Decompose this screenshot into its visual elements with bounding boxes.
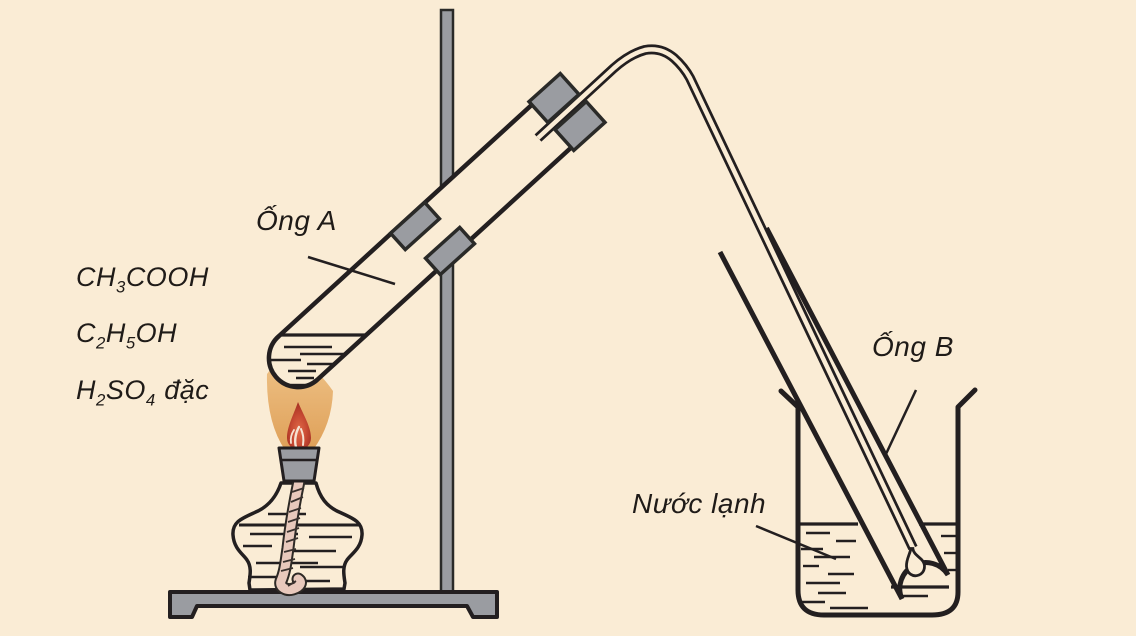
burner-collar [277, 446, 321, 483]
formula-text: CH [76, 262, 116, 292]
test-tube-a [266, 88, 588, 390]
flame-sparks [289, 425, 305, 449]
stopper-block-lower [552, 99, 608, 153]
clamp-jaw-lower [423, 224, 477, 278]
formula-subscript: 2 [96, 390, 106, 410]
stand-rod [439, 8, 455, 594]
tube-a-label: Ống A [256, 205, 337, 236]
delivery-tube [534, 44, 918, 551]
reagent-sulfuric-acid: H2SO4 đặc [76, 367, 209, 423]
beaker [778, 387, 978, 618]
wick-twist-lines [280, 487, 305, 587]
clamp-jaw-upper [388, 199, 442, 253]
formula-text: COOH [125, 262, 209, 292]
tube-a-leader-line [307, 255, 396, 286]
formula-text: H [76, 374, 96, 405]
tube-a-liquid [271, 333, 365, 387]
lamp-wick [274, 474, 307, 596]
concentration-note: đặc [164, 374, 210, 405]
formula-text: OH [135, 318, 178, 349]
formula-subscript: 3 [116, 277, 126, 297]
formula-subscript: 4 [145, 390, 156, 410]
tube-b-label: Ống B [872, 331, 954, 362]
reagent-ethanol: C2H5OH [76, 310, 209, 366]
stopper-block-upper [526, 71, 582, 125]
tube-b-leader-line [884, 389, 918, 455]
tube-b-collected-liquid [891, 585, 949, 598]
formula-text: SO [105, 374, 146, 405]
formula-text: H [105, 318, 126, 349]
formula-subscript: 2 [96, 333, 106, 353]
tube-a-liquid-dashes [271, 345, 344, 387]
stand-base [168, 590, 499, 619]
reagent-acetic-acid: CH3COOH [76, 254, 209, 310]
cold-water-leader-line [755, 524, 837, 561]
ester-droplet [905, 547, 926, 578]
cold-water-label: Nước lạnh [632, 488, 767, 519]
formula-subscript: 5 [125, 333, 136, 353]
formula-text: C [76, 318, 96, 349]
